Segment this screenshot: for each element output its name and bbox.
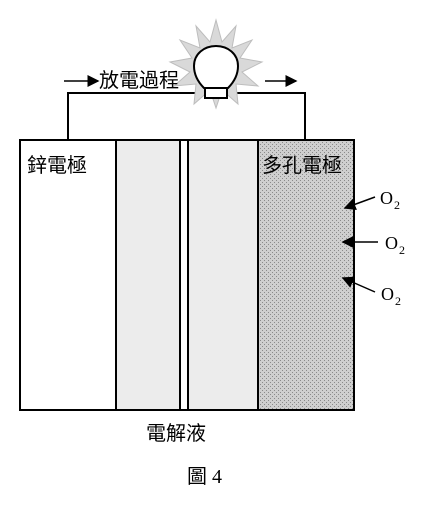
oxygen-subscript: 2 (394, 198, 400, 212)
oxygen-label-3: O2 (381, 284, 401, 307)
figure-caption: 圖 4 (187, 466, 222, 488)
zinc-electrode-label: 鋅電極 (27, 153, 87, 177)
oxygen-symbol: O (385, 233, 398, 253)
lightbulb-icon (192, 44, 240, 99)
electrolyte-left (115, 139, 181, 411)
oxygen-subscript: 2 (399, 243, 405, 257)
oxygen-label-2: O2 (385, 233, 405, 256)
oxygen-arrow-1 (343, 196, 376, 211)
separator (179, 139, 189, 411)
circuit-wire (67, 92, 306, 140)
process-label: 放電過程 (99, 68, 179, 92)
electrolyte-right (187, 139, 259, 411)
zinc-electrode (19, 139, 117, 411)
oxygen-subscript: 2 (395, 294, 401, 308)
porous-electrode (257, 139, 355, 411)
porous-electrode-label: 多孔電極 (262, 153, 342, 177)
oxygen-symbol: O (380, 188, 393, 208)
oxygen-arrow-3 (341, 276, 376, 293)
oxygen-symbol: O (381, 284, 394, 304)
oxygen-label-1: O2 (380, 188, 400, 211)
electrolyte-label: 電解液 (146, 421, 206, 445)
